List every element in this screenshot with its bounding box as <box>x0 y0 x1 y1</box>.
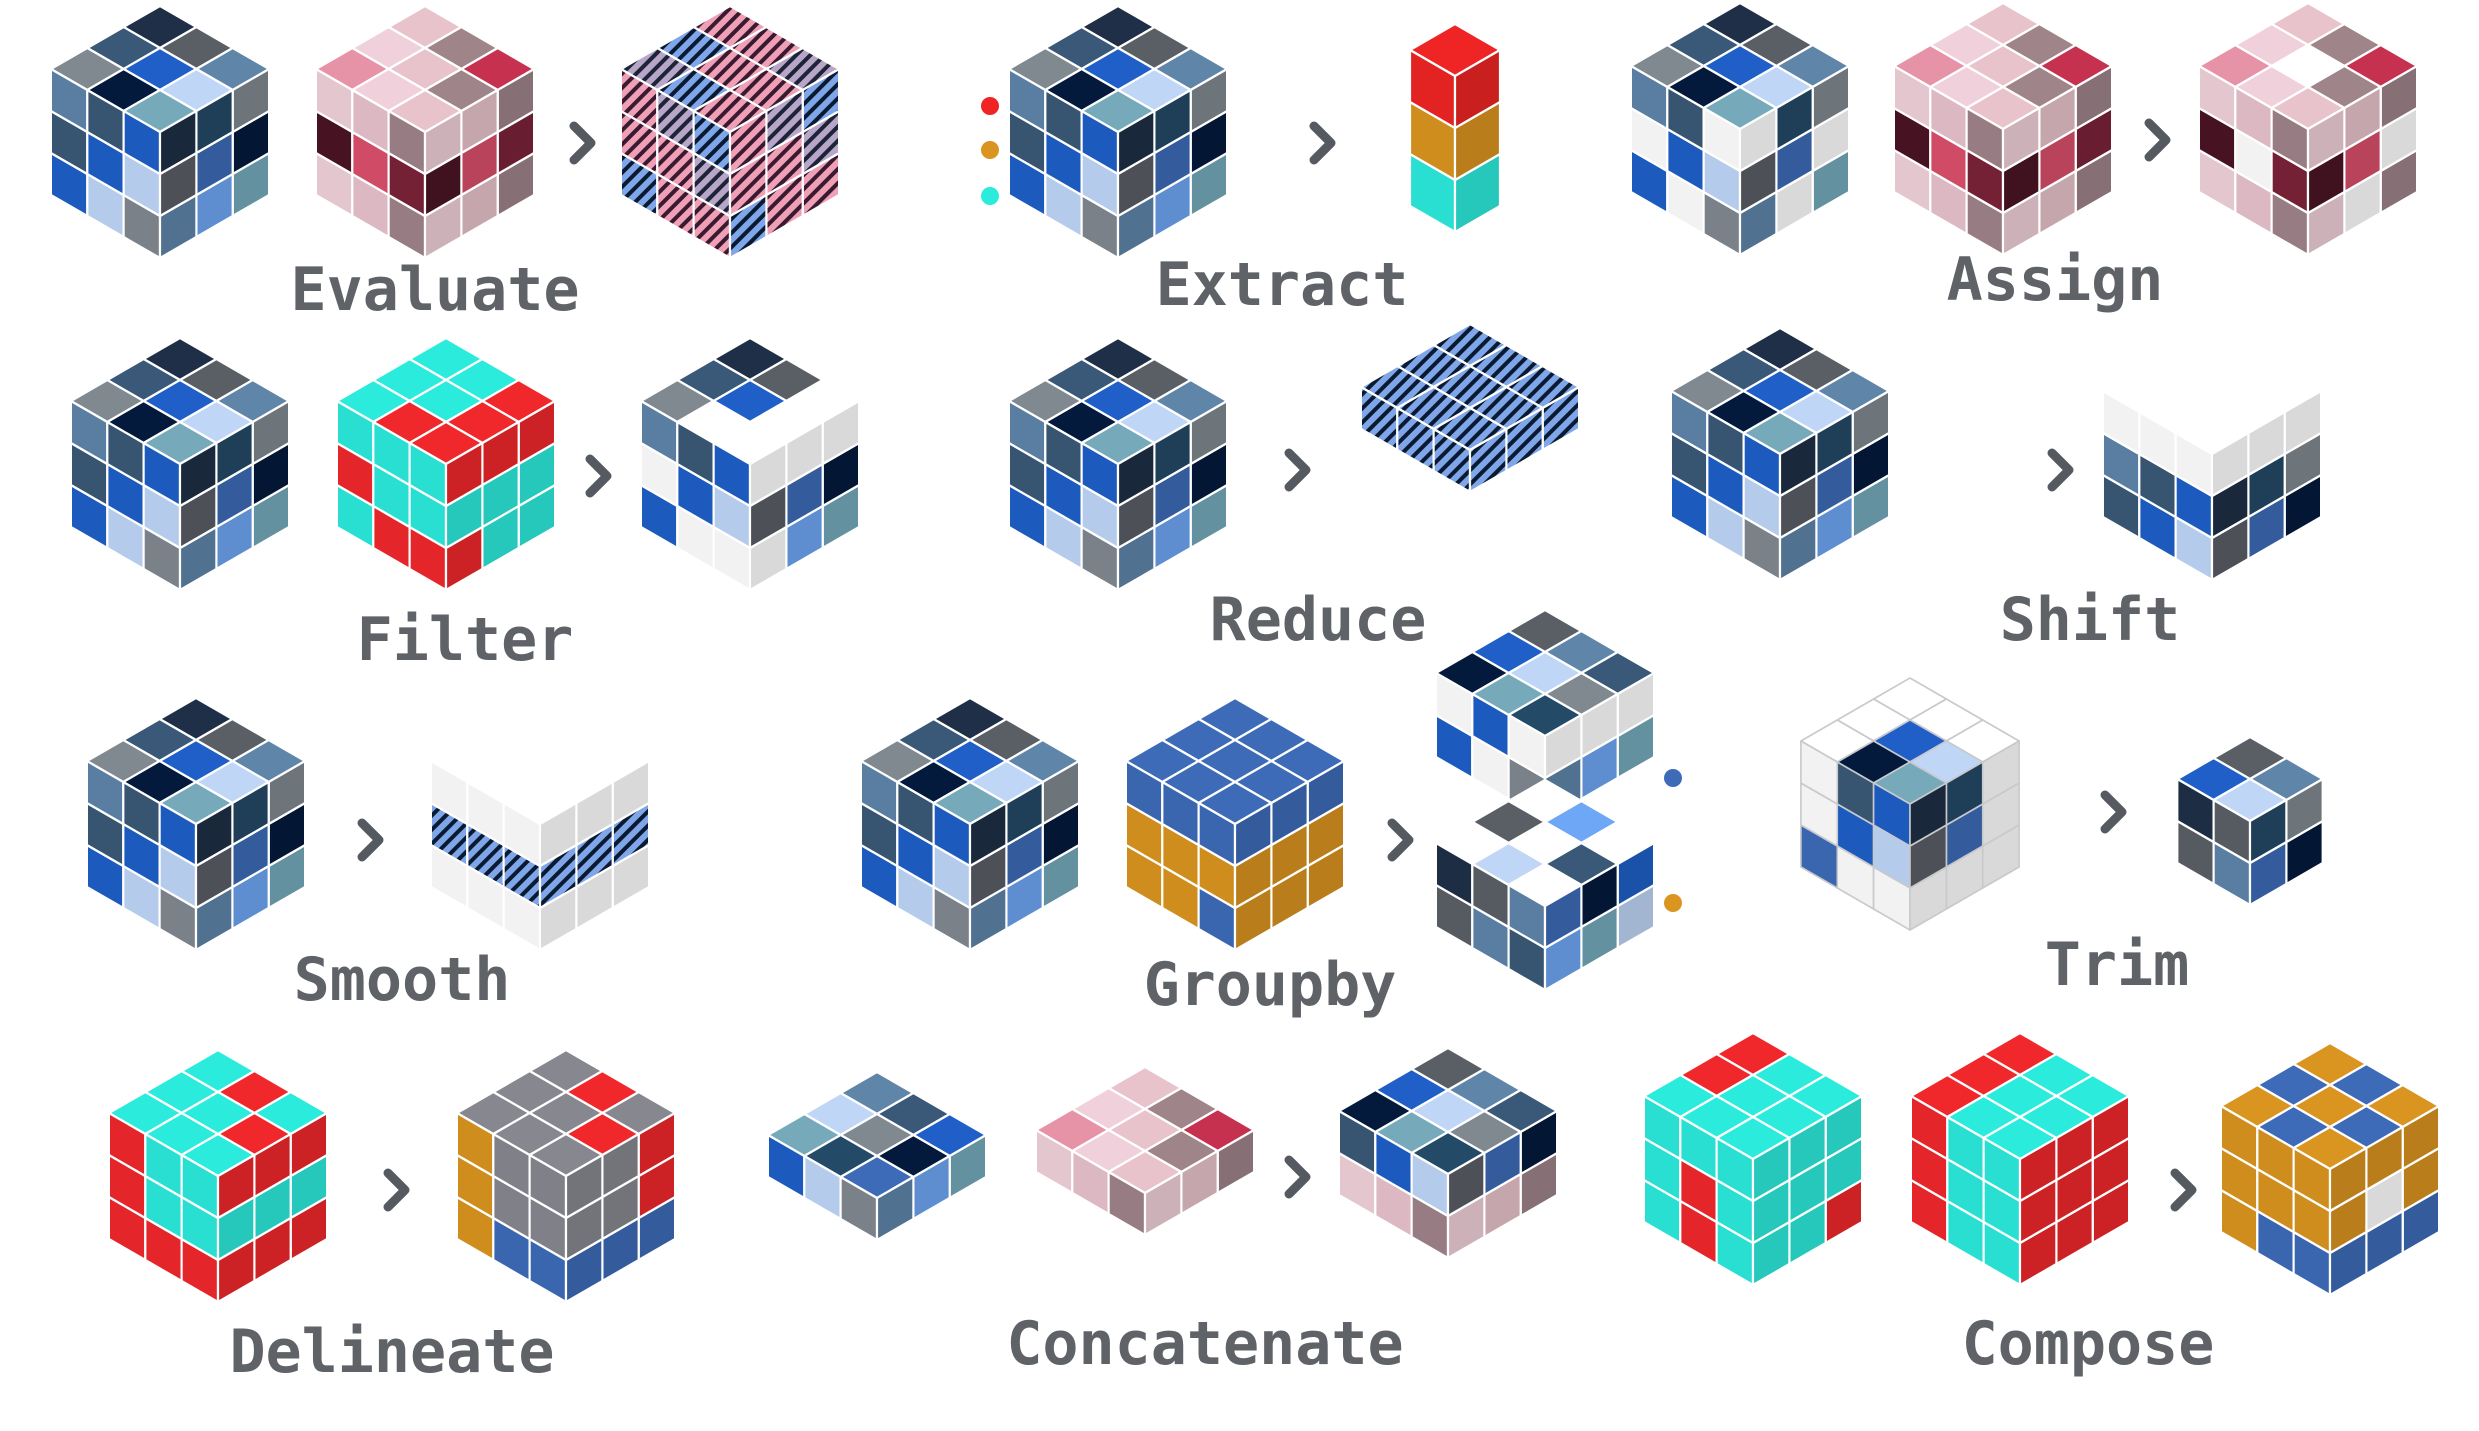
smooth-label: Smooth <box>294 945 511 1015</box>
groupby-key-cube-icon <box>1124 696 1346 952</box>
extract-dot-gold <box>981 141 999 159</box>
groupby-label: Groupby <box>1144 950 1397 1020</box>
groupby-output-gold-cube-icon <box>1434 778 1656 992</box>
assign-label: Assign <box>1947 245 2164 315</box>
reduce-arrow-chevron-right-icon <box>1284 448 1311 492</box>
filter-input-cube-icon <box>69 336 291 592</box>
assign-output-cube-icon <box>2197 1 2419 257</box>
trim-output-cube-icon <box>2176 735 2324 907</box>
assign-input-b-cube-icon <box>1892 1 2114 257</box>
compose-output-cube-icon <box>2219 1041 2441 1297</box>
evaluate-output-cube-icon <box>619 4 841 260</box>
evaluate-input-a-cube-icon <box>49 4 271 260</box>
compose-arrow-chevron-right-icon <box>2170 1168 2197 1212</box>
concatenate-arrow-chevron-right-icon <box>1284 1155 1311 1199</box>
trim-arrow-chevron-right-icon <box>2100 790 2127 834</box>
groupby-dot-blue <box>1664 769 1682 787</box>
delineate-input-cube-icon <box>107 1048 329 1304</box>
extract-output-cube-icon <box>1408 22 1502 234</box>
assign-input-a-cube-icon <box>1629 1 1851 257</box>
reduce-output-cube-icon <box>1359 322 1581 494</box>
filter-output-cube-icon <box>639 336 861 592</box>
assign-arrow-chevron-right-icon <box>2144 118 2171 162</box>
trim-label: Trim <box>2045 930 2190 1000</box>
concatenate-input-b-cube-icon <box>1034 1065 1256 1237</box>
shift-label: Shift <box>2000 585 2181 655</box>
concatenate-output-cube-icon <box>1337 1046 1559 1260</box>
smooth-arrow-chevron-right-icon <box>357 818 384 862</box>
extract-input-cube-icon <box>1007 4 1229 260</box>
groupby-input-cube-icon <box>859 696 1081 952</box>
shift-input-cube-icon <box>1669 326 1891 582</box>
shift-output-cube-icon <box>2101 326 2323 582</box>
trim-input-cube-icon <box>1800 677 2020 931</box>
compose-input-b-cube-icon <box>1909 1031 2131 1287</box>
reduce-label: Reduce <box>1210 585 1427 655</box>
delineate-arrow-chevron-right-icon <box>383 1168 410 1212</box>
smooth-input-cube-icon <box>85 696 307 952</box>
shift-arrow-chevron-right-icon <box>2047 448 2074 492</box>
compose-input-a-cube-icon <box>1642 1031 1864 1287</box>
groupby-arrow-chevron-right-icon <box>1387 818 1414 862</box>
concatenate-input-a-cube-icon <box>766 1070 988 1242</box>
extract-dot-cyan <box>981 187 999 205</box>
filter-arrow-chevron-right-icon <box>585 454 612 498</box>
groupby-dot-gold <box>1664 894 1682 912</box>
filter-label: Filter <box>357 605 574 675</box>
extract-arrow-chevron-right-icon <box>1309 121 1336 165</box>
concatenate-label: Concatenate <box>1006 1309 1403 1379</box>
smooth-output-cube-icon <box>429 696 651 952</box>
extract-label: Extract <box>1156 250 1409 320</box>
compose-label: Compose <box>1962 1309 2215 1379</box>
evaluate-arrow-chevron-right-icon <box>569 121 596 165</box>
evaluate-label: Evaluate <box>291 255 580 325</box>
delineate-label: Delineate <box>229 1317 554 1387</box>
reduce-input-cube-icon <box>1007 336 1229 592</box>
filter-mask-cube-icon <box>335 336 557 592</box>
delineate-output-cube-icon <box>455 1048 677 1304</box>
evaluate-input-b-cube-icon <box>314 4 536 260</box>
extract-dot-red <box>981 97 999 115</box>
